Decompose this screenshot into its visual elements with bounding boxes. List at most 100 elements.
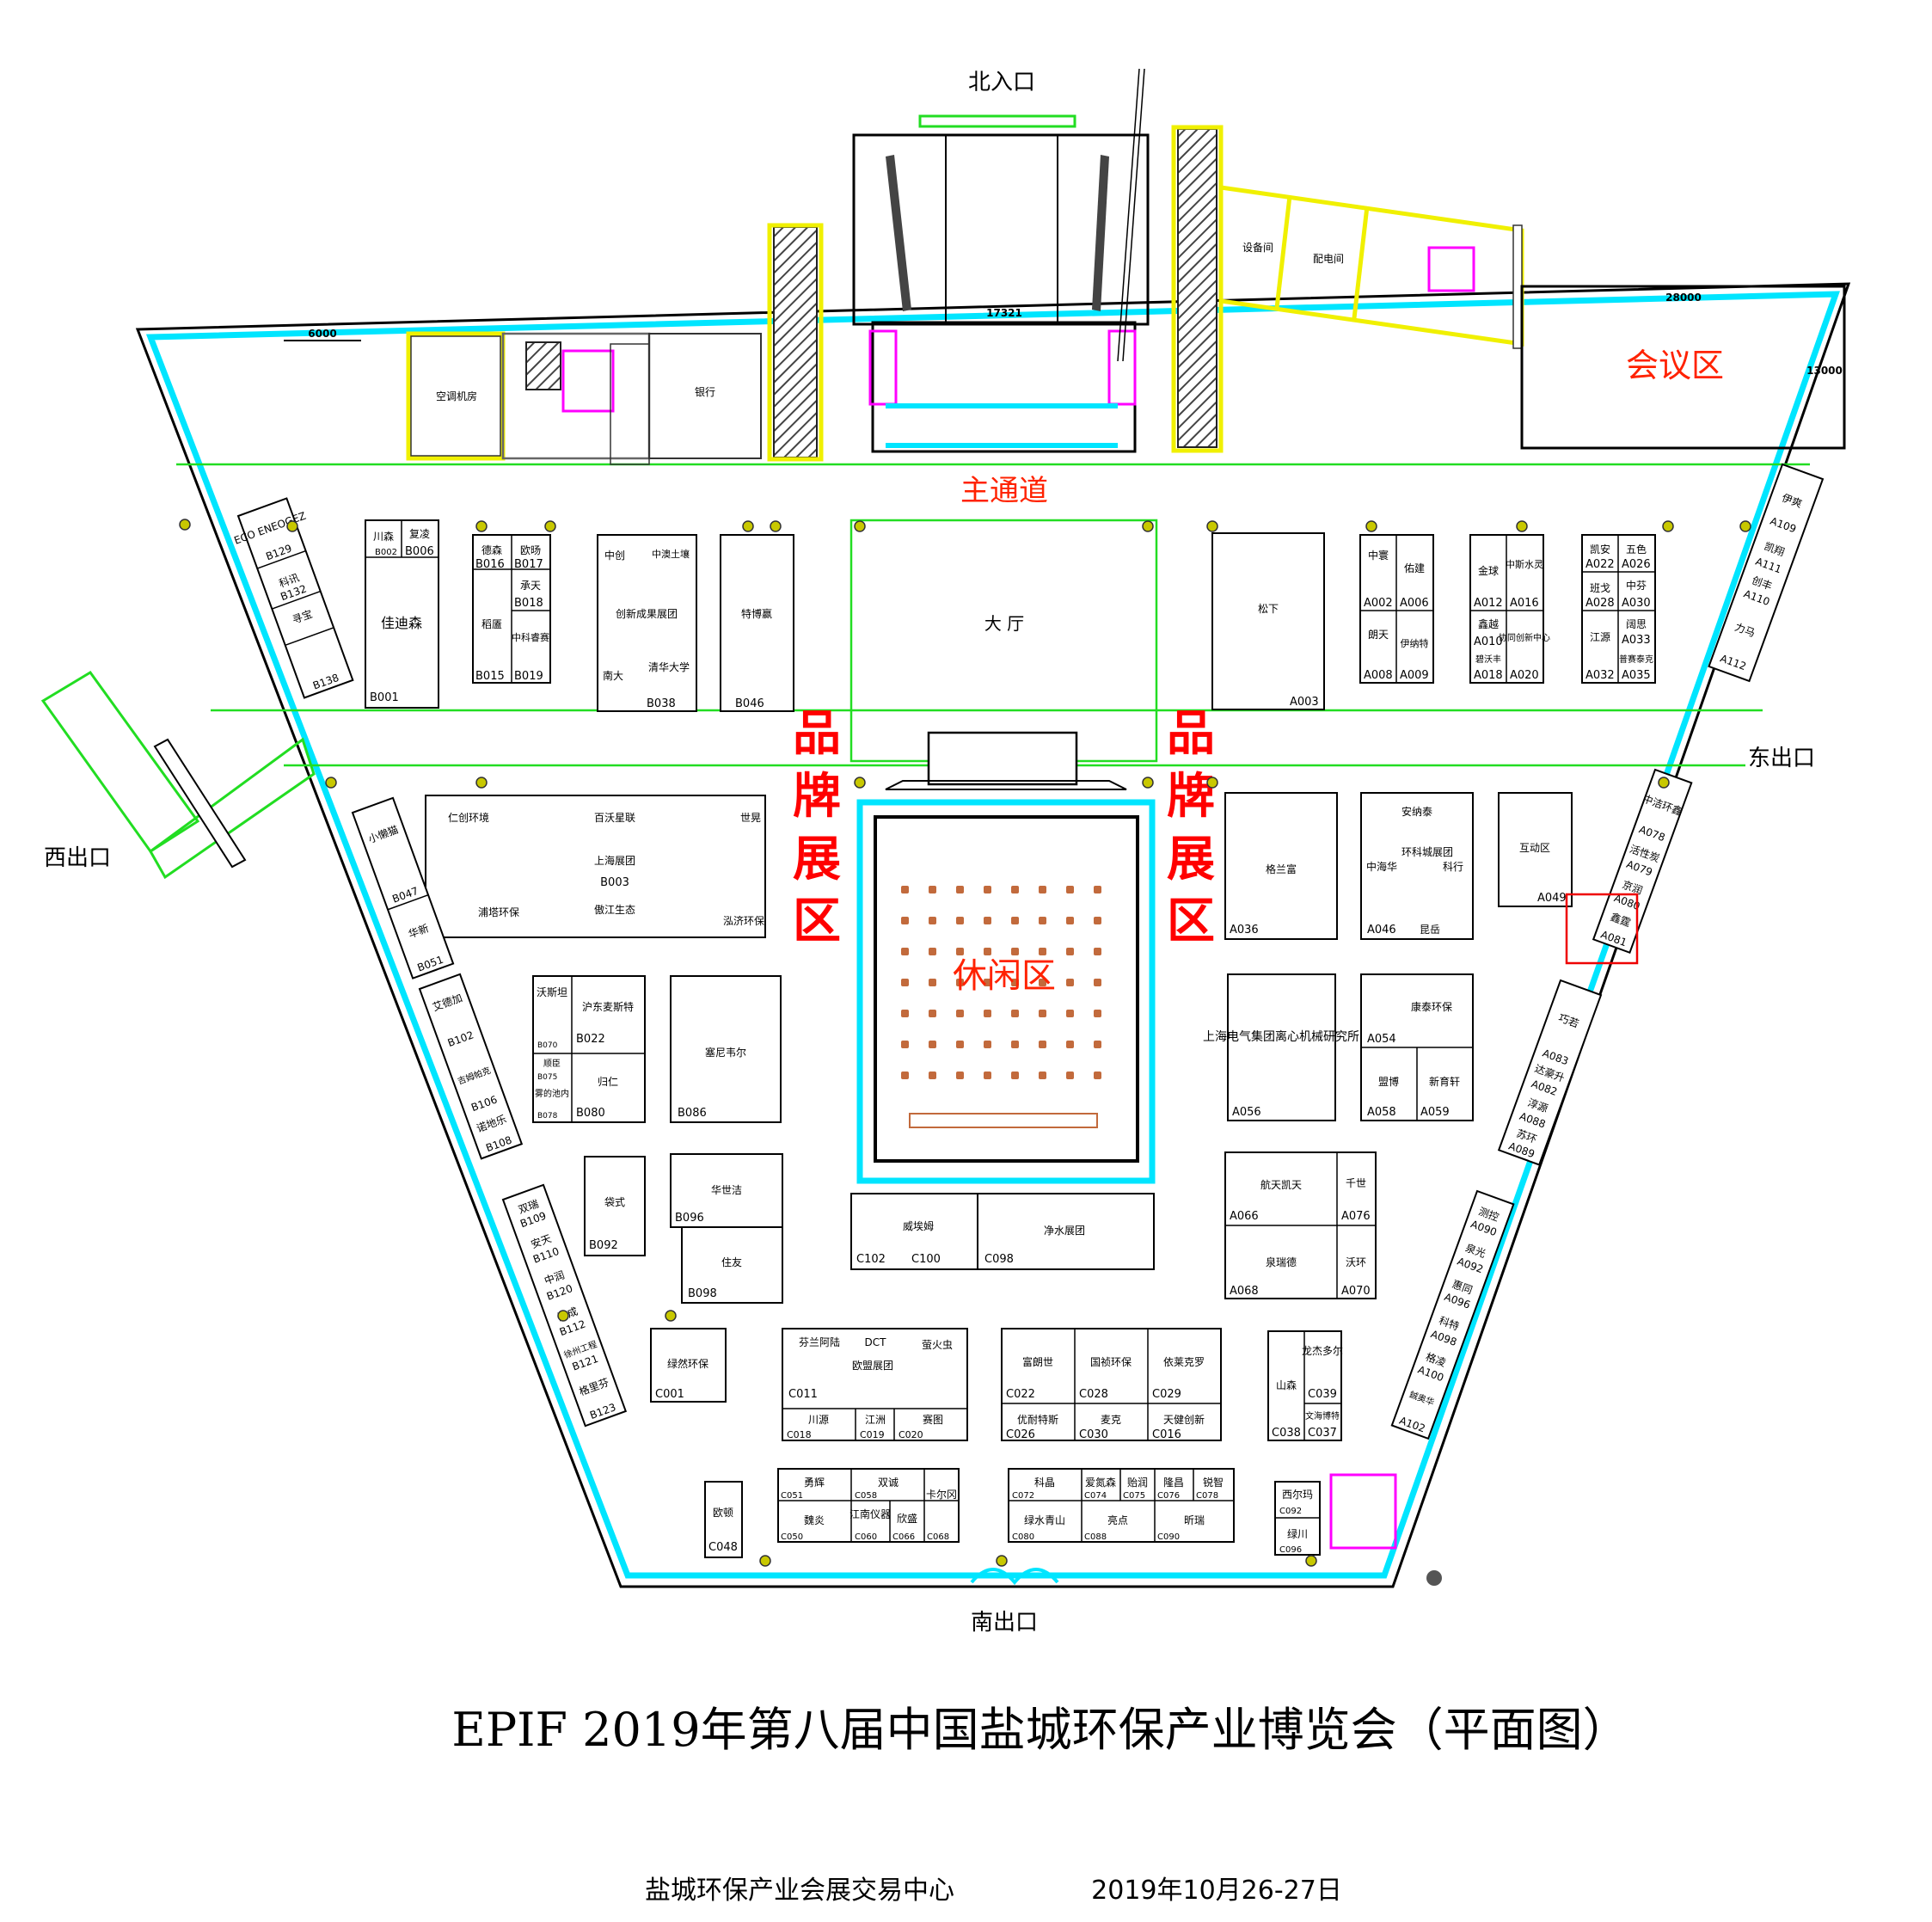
booth-zhongke-label: 中科睿赛 bbox=[512, 631, 549, 643]
booth-cekong-strip[interactable]: 测控 A090 泉光 A092 惠同 A096 科特 A098 格凌 A100 … bbox=[1390, 1189, 1515, 1440]
booth-shansen-label: 山森 bbox=[1276, 1379, 1297, 1391]
booth-xierma-label: 西尔玛 bbox=[1282, 1488, 1313, 1501]
code-c022: C022 bbox=[1006, 1388, 1035, 1401]
booth-hudong-block[interactable] bbox=[532, 975, 646, 1123]
code-a056: A056 bbox=[1232, 1106, 1261, 1119]
code-b006: B006 bbox=[405, 545, 434, 558]
code-a020: A020 bbox=[1510, 669, 1539, 682]
seat bbox=[1011, 1072, 1019, 1079]
booth-shunyuan-label: 顺臣 bbox=[543, 1059, 561, 1069]
booth-b086[interactable] bbox=[670, 975, 782, 1123]
booth-c102[interactable] bbox=[850, 1193, 978, 1270]
booth-a003[interactable] bbox=[1211, 532, 1325, 710]
booth-huanke-label: 环科城展团 bbox=[1401, 846, 1453, 858]
booth-qianshi-label: 千世 bbox=[1346, 1177, 1366, 1189]
equipment-room-label: 设备间 bbox=[1242, 242, 1273, 254]
pillar bbox=[1365, 520, 1377, 532]
code-b002: B002 bbox=[375, 548, 397, 557]
booth-a049[interactable] bbox=[1498, 792, 1573, 907]
code-c018: C018 bbox=[787, 1429, 812, 1440]
east-exit-label[interactable]: 东出口 bbox=[1748, 746, 1815, 771]
booth-eco[interactable]: ECO ENEOGEZ B129 科讯 B132 寻宝 B138 bbox=[227, 494, 365, 703]
booth-shihuang-label: 世晃 bbox=[740, 812, 761, 824]
booth-b092[interactable] bbox=[584, 1156, 646, 1256]
scale-dim: 6000 bbox=[308, 328, 336, 340]
booth-zhongchuang-label: 中创 bbox=[604, 549, 625, 562]
booth-a036[interactable] bbox=[1224, 792, 1338, 940]
seat bbox=[929, 979, 936, 986]
booth-a046[interactable] bbox=[1360, 792, 1474, 940]
booth-langtian-label: 朗天 bbox=[1368, 629, 1389, 641]
code-a049: A049 bbox=[1537, 892, 1567, 905]
booth-c072-block[interactable] bbox=[1008, 1468, 1235, 1543]
booths-south: 威埃姆 C102 C100 净水展团 C098 绿然环保 C001 芬兰阿陆 D… bbox=[650, 1193, 1397, 1558]
seat bbox=[901, 1041, 909, 1048]
booth-guiren-label: 归仁 bbox=[598, 1076, 618, 1088]
booth-b098[interactable] bbox=[681, 1226, 783, 1304]
booths-west-top: ECO ENEOGEZ B129 科讯 B132 寻宝 B138 川森 B002… bbox=[227, 494, 794, 712]
west-exit-label[interactable]: 西出口 bbox=[44, 845, 111, 871]
pillar bbox=[475, 777, 488, 789]
seat bbox=[1066, 979, 1074, 986]
north-entrance-label[interactable]: 北入口 bbox=[968, 70, 1035, 95]
booth-pusai-label: 普赛泰克 bbox=[1619, 654, 1653, 665]
booths-east-top: 松下 A003 中寰 A002 佑建 A006 朗天 A008 伊纳特 A009… bbox=[1211, 463, 1825, 710]
booth-maike-label: 麦克 bbox=[1101, 1414, 1121, 1426]
code-a018: A018 bbox=[1474, 669, 1503, 682]
booth-zhongjie-strip[interactable]: 中洁环鑫 A078 活性炭 A079 京润 A080 鑫霆 A081 bbox=[1592, 768, 1693, 955]
booth-chuanyuan-label: 川源 bbox=[808, 1414, 829, 1426]
seat bbox=[1039, 886, 1046, 893]
booth-qiaoruo-strip[interactable]: 巧若 A083 达豪升 A082 淳源 A088 苏环 A089 bbox=[1497, 979, 1603, 1166]
booth-c050-block[interactable] bbox=[777, 1468, 960, 1543]
booth-annatai-label: 安纳泰 bbox=[1401, 805, 1432, 818]
code-b003: B003 bbox=[600, 876, 629, 889]
booth-dct-label: DCT bbox=[865, 1336, 887, 1348]
booth-c001[interactable] bbox=[650, 1328, 727, 1403]
booth-daogu-label: 稻㕎 bbox=[481, 618, 502, 630]
booth-a056[interactable] bbox=[1227, 973, 1336, 1121]
code-c028: C028 bbox=[1079, 1388, 1108, 1401]
code-b017: B017 bbox=[514, 558, 543, 571]
pillar bbox=[770, 520, 782, 532]
booth-zhonghaihua-label: 中海华 bbox=[1366, 860, 1397, 873]
code-c076: C076 bbox=[1157, 1491, 1180, 1501]
booth-yishuang-strip[interactable]: 伊爽 A109 凯翔 A111 创丰 A110 力马 A112 bbox=[1708, 463, 1825, 683]
booth-jiadisen-label: 佳迪森 bbox=[381, 615, 422, 631]
seat bbox=[984, 1041, 991, 1048]
seat bbox=[984, 1072, 991, 1079]
booth-c022[interactable] bbox=[1001, 1328, 1222, 1441]
code-a026: A026 bbox=[1622, 558, 1651, 571]
booth-b046[interactable] bbox=[720, 534, 794, 712]
seat bbox=[1039, 917, 1046, 924]
pillar bbox=[1739, 520, 1751, 532]
booth-b038[interactable] bbox=[597, 534, 697, 712]
bank-label: 银行 bbox=[695, 386, 715, 398]
booth-chengtian-label: 承天 bbox=[520, 580, 541, 592]
code-c100: C100 bbox=[911, 1253, 941, 1266]
code-b092: B092 bbox=[589, 1239, 618, 1252]
booth-aidejia-strip[interactable]: 艾德加 B102 吉姆帕克 B106 诺地乐 B108 bbox=[418, 973, 524, 1160]
booth-c048[interactable] bbox=[704, 1481, 743, 1558]
code-c020: C020 bbox=[899, 1429, 923, 1440]
seat bbox=[901, 1072, 909, 1079]
code-c011: C011 bbox=[788, 1388, 818, 1401]
south-exit-label[interactable]: 南出口 bbox=[971, 1610, 1038, 1636]
booth-b096[interactable] bbox=[670, 1153, 783, 1228]
booth-xiaolan-strip[interactable]: 小懒猫 B047 华新 B051 bbox=[351, 796, 455, 979]
booth-shuangrui-strip[interactable]: 双瑞 B109 安天 B110 中润 B120 泽成 B112 徐州工程 B12… bbox=[501, 1183, 628, 1428]
booth-c011[interactable] bbox=[782, 1328, 968, 1441]
code-c098: C098 bbox=[984, 1253, 1014, 1266]
pillar bbox=[759, 1555, 771, 1567]
main-aisle-label: 主通道 bbox=[960, 474, 1048, 508]
booth-b003[interactable] bbox=[425, 795, 766, 938]
booth-chuangxin-label: 创新成果展团 bbox=[616, 607, 678, 620]
seat bbox=[1011, 1010, 1019, 1017]
booth-longjie-label: 龙杰多尔 bbox=[1302, 1344, 1343, 1357]
booth-jiangzhou-label: 江洲 bbox=[865, 1414, 886, 1426]
pillar bbox=[1206, 777, 1218, 789]
seat bbox=[1094, 948, 1101, 955]
seat bbox=[984, 948, 991, 955]
code-b096: B096 bbox=[675, 1212, 704, 1225]
seat bbox=[901, 948, 909, 955]
booth-c098[interactable] bbox=[977, 1193, 1155, 1270]
